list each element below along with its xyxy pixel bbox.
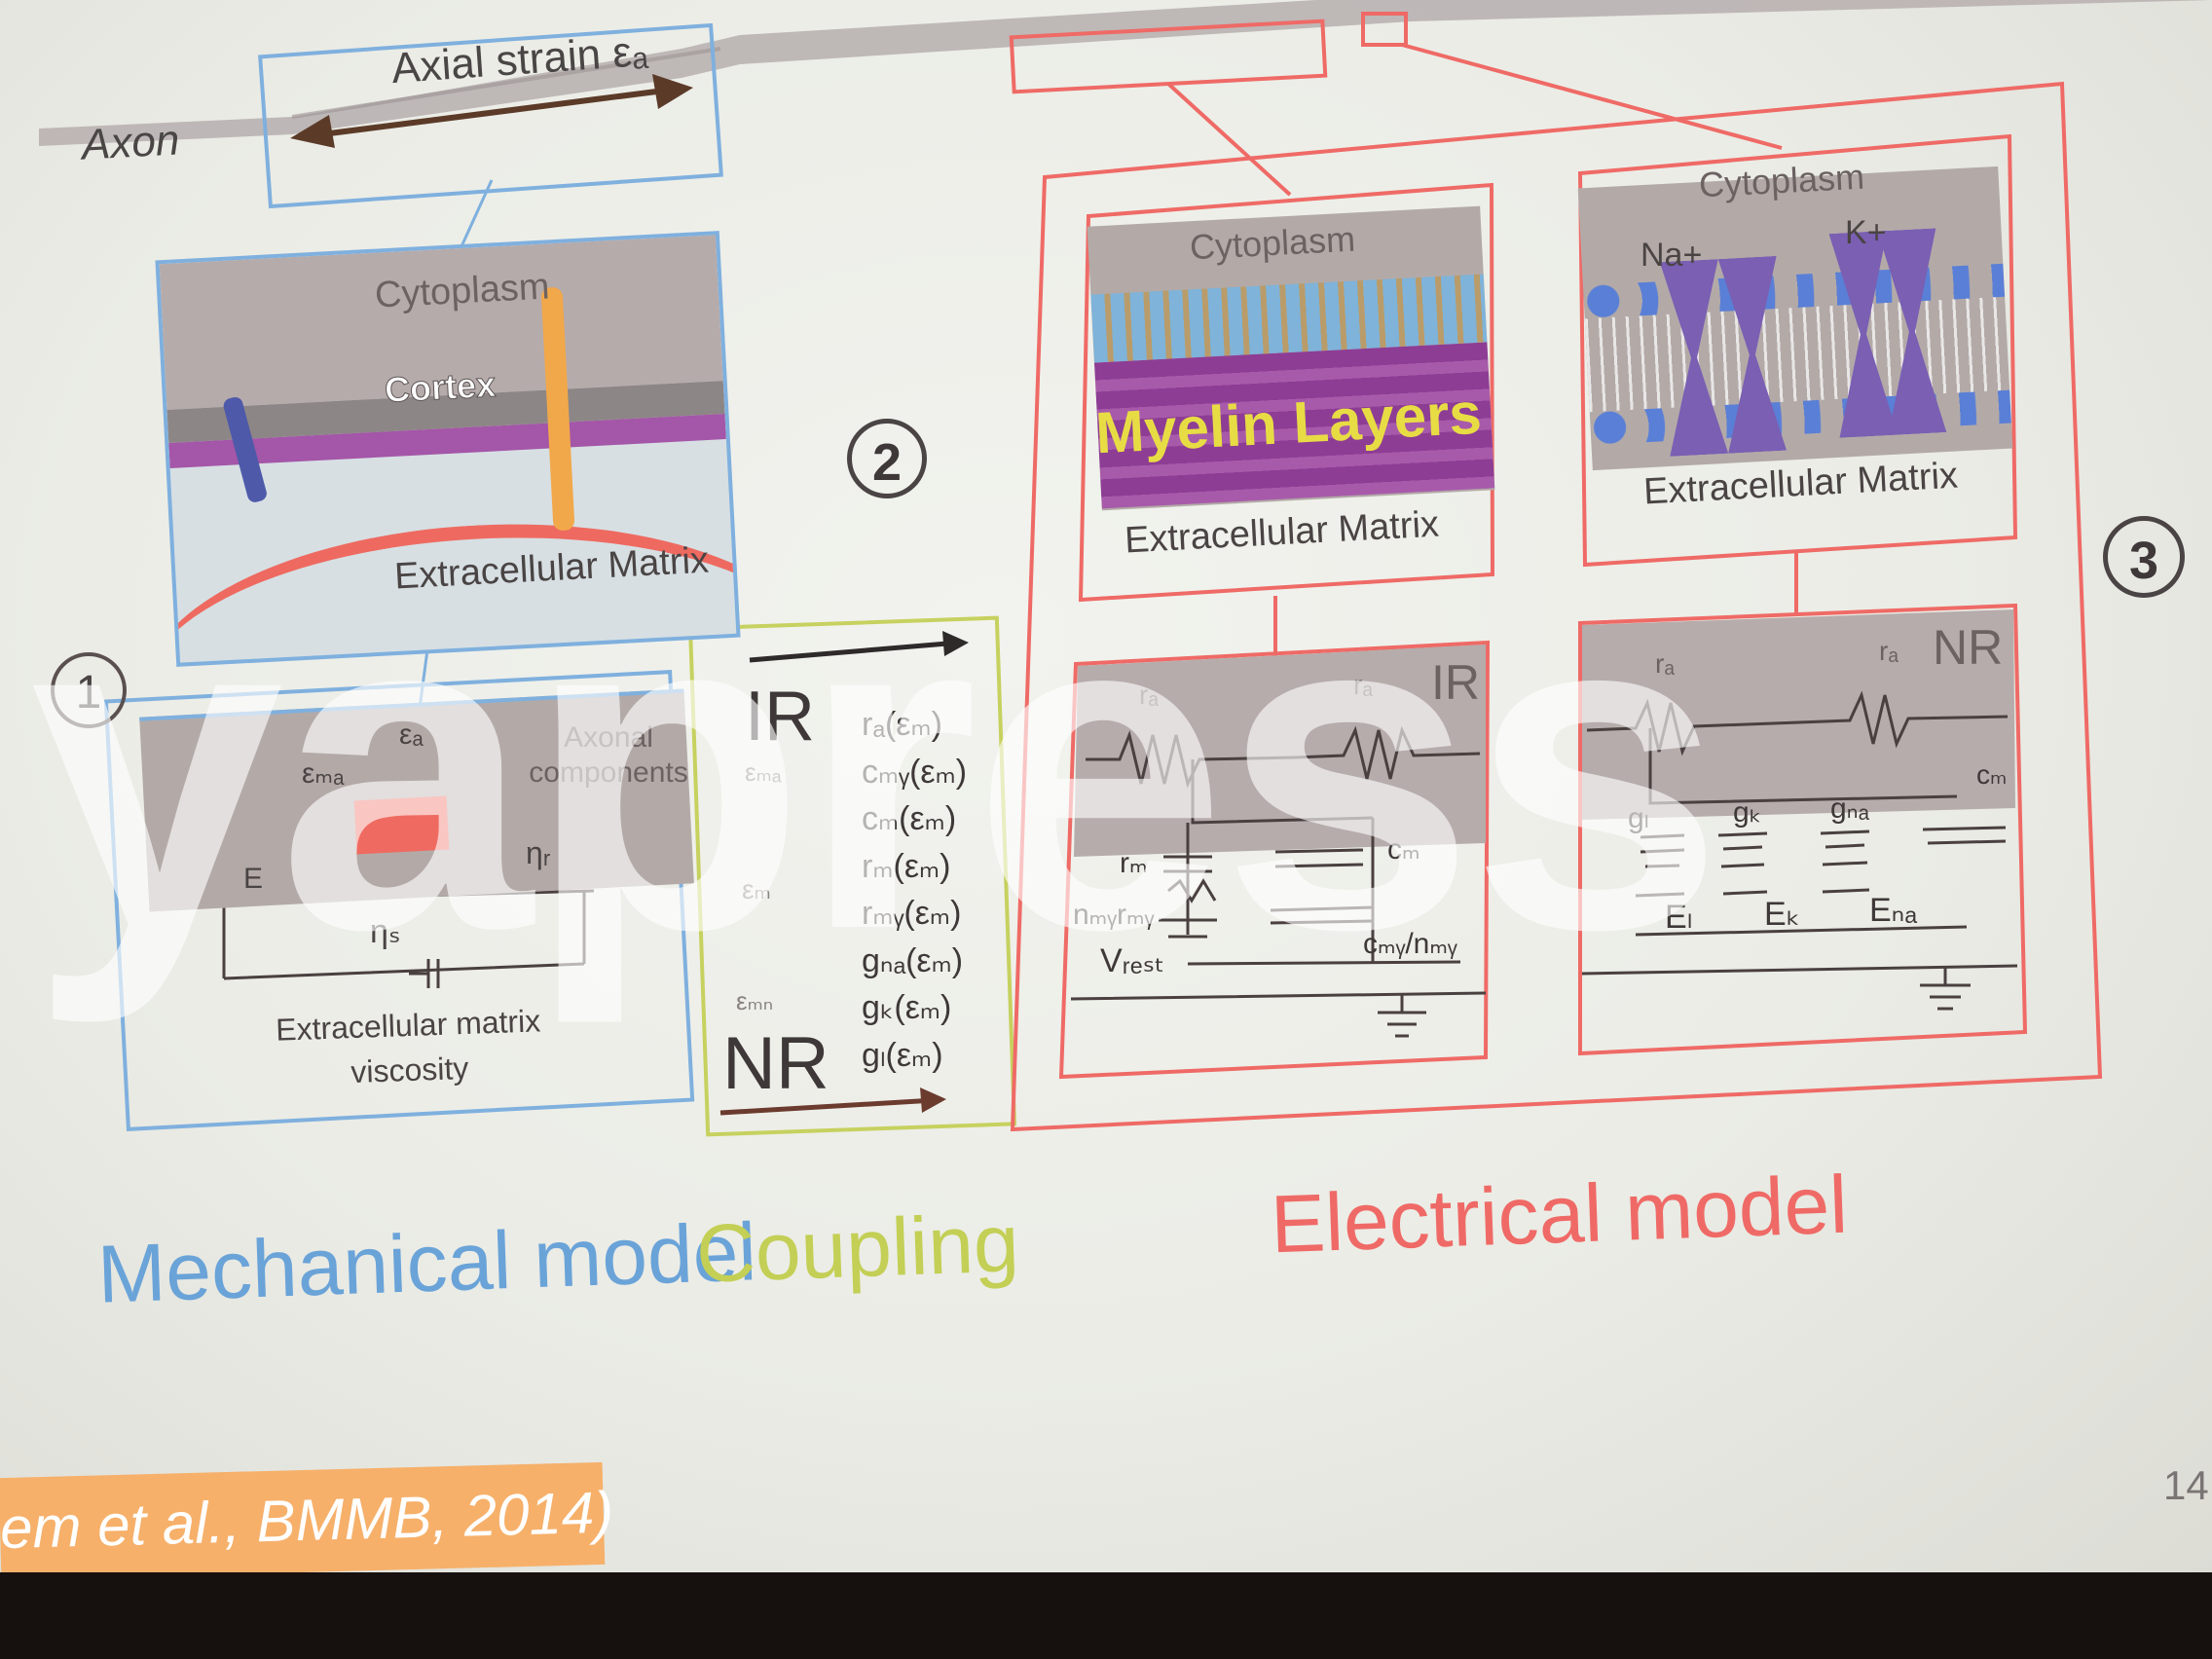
page-number: 14 — [2163, 1462, 2209, 1508]
step-3-number: 3 — [2128, 532, 2159, 590]
mechanical-outer-box — [103, 670, 695, 1131]
electrical-outer-box — [1010, 81, 2103, 1132]
ir-circuit-frame — [1058, 640, 1491, 1080]
axon-label: Axon — [80, 116, 181, 169]
coupling-function: gₖ(εₘ) — [862, 989, 952, 1026]
myelin-cytoplasm-label: Cytoplasm — [1189, 218, 1356, 268]
nr-ra1-label: rₐ — [1655, 648, 1675, 679]
eta-r-label: ηᵣ — [526, 835, 551, 870]
ir-nmyrmy-label: nₘᵧrₘᵧ — [1073, 899, 1155, 931]
myelin-panel-frame — [1078, 182, 1495, 603]
coupling-eps-mn-label: εₘₙ — [736, 986, 774, 1015]
step-2-number: 2 — [871, 433, 903, 492]
mech-cortex-label: Cortex — [383, 364, 497, 411]
nr-ena-label: Eₙₐ — [1869, 892, 1917, 929]
nr-cm-label: cₘ — [1976, 759, 2008, 790]
coupling-function: rₘ(εₘ) — [862, 847, 951, 885]
mechanical-model-title: Mechanical model — [95, 1205, 758, 1320]
slide: Axon Axial strain εₐ Cytoplasm Cortex Ex… — [0, 0, 2212, 1587]
na-label: Na+ — [1641, 237, 1703, 274]
nr-circuit-frame — [1578, 603, 2028, 1056]
coupling-function: cₘ(εₘ) — [862, 800, 957, 837]
ir-circuit-label: IR — [1431, 655, 1480, 710]
coupling-function: gₗ(εₘ) — [862, 1036, 943, 1074]
electrical-model-title: Electrical model — [1269, 1158, 1850, 1271]
coupling-nr-label: NR — [722, 1022, 830, 1105]
axonal-components-label: Axonal components — [529, 721, 688, 789]
citation-text: em et al., BMMB, 2014) — [0, 1479, 614, 1562]
ir-rm-label: rₘ — [1120, 847, 1148, 879]
k-label: K+ — [1845, 214, 1887, 251]
coupling-eps-m-label: εₘ — [742, 874, 771, 904]
screen-bottom-edge — [0, 1572, 2212, 1659]
nr-circuit-label: NR — [1933, 620, 2004, 675]
channel-panel-frame — [1577, 133, 2018, 568]
eps-a-label: εₐ — [399, 719, 424, 751]
step-2-circle: 2 — [847, 419, 927, 498]
watermark-text: yapress — [29, 513, 1724, 1024]
ir-vrest-label: Vᵣₑₛₜ — [1100, 942, 1165, 979]
step-3-circle: 3 — [2103, 516, 2185, 598]
coupling-function: gₙₐ(εₘ) — [862, 941, 964, 979]
axial-strain-arrow — [306, 87, 673, 139]
step-1-number: 1 — [75, 667, 102, 719]
citation-banner: em et al., BMMB, 2014) — [0, 1461, 614, 1581]
ir-ra2-label: rₐ — [1353, 670, 1373, 700]
coupling-function: cₘᵧ(εₘ) — [862, 753, 968, 791]
ir-cmy-nmy-label: cₘᵧ/nₘᵧ — [1363, 928, 1457, 960]
nr-el-label: Eₗ — [1665, 899, 1693, 936]
coupling-function-list: rₐ(εₘ) cₘᵧ(εₘ) cₘ(εₘ) rₘ(εₘ) rₘᵧ(εₘ) gₙₐ… — [862, 701, 967, 1079]
channel-panel-fill — [1577, 166, 2013, 471]
coupling-eps-ma-label: εₘₐ — [745, 757, 782, 787]
coupling-ir-label: IR — [745, 678, 815, 756]
nr-gna-label: gₙₐ — [1830, 793, 1869, 825]
coupling-function: rₘᵧ(εₘ) — [862, 895, 962, 932]
step-1-circle: 1 — [51, 652, 127, 728]
nr-gk-label: gₖ — [1733, 796, 1762, 829]
ir-ra1-label: rₐ — [1139, 680, 1159, 710]
diagram-graphics — [39, 0, 2212, 1137]
nr-ek-label: Eₖ — [1764, 896, 1801, 933]
nr-ra2-label: rₐ — [1879, 636, 1899, 666]
mech-cytoplasm-label: Cytoplasm — [374, 266, 551, 316]
eps-ma-label: εₘₐ — [302, 757, 345, 790]
coupling-box — [687, 615, 1017, 1137]
modulus-e-label: E — [243, 863, 264, 895]
eta-s-label: ηₛ — [370, 913, 401, 950]
channel-cytoplasm-label: Cytoplasm — [1698, 156, 1865, 205]
coupling-title: Coupling — [694, 1197, 1021, 1300]
nr-gl-label: gₗ — [1628, 802, 1649, 834]
ir-cm-label: cₘ — [1387, 833, 1420, 866]
axial-strain-box — [258, 22, 723, 209]
axon-shape — [39, 0, 2212, 146]
coupling-function: rₐ(εₘ) — [862, 706, 942, 743]
